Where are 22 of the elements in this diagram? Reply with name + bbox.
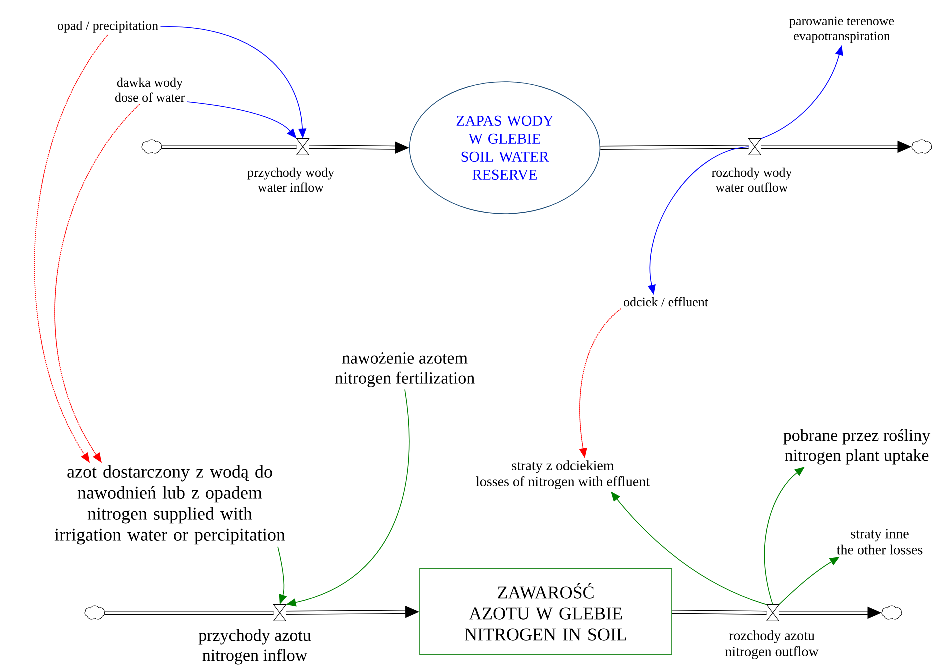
variable-label: pobrane przez rośliny nitrogen plant uptake [784, 429, 931, 465]
cloud-symbol [84, 606, 106, 620]
variable-label: opad / precipitation [58, 21, 158, 33]
flow-label: przychody wody water inflow [248, 168, 334, 192]
variable-label: nawożenie azotem nitrogen fertilization [335, 352, 475, 388]
flow-pipe [600, 145, 749, 150]
cloud-symbol [142, 140, 162, 154]
variable-label: dawka wody dose of water [115, 78, 185, 102]
flow-pipe [105, 611, 274, 615]
flow-pipe [672, 610, 767, 615]
flow-label: rozchody wody water outflow [712, 168, 792, 192]
flow-pipe [162, 145, 297, 149]
flow-label: przychody azotu nitrogen inflow [198, 629, 312, 665]
variable-label: straty z odciekiem losses of nitrogen with effluent [476, 460, 650, 490]
variable-label: straty inne the other losses [837, 529, 923, 555]
variable-label: azot dostarczony z wodą do nawodnień lub z opadem nitrogen supplied with irrigation water or percipitation [54, 465, 286, 545]
cloud-symbol [912, 140, 932, 154]
variable-label: parowanie terenowe evapotranspiration [790, 16, 894, 44]
stock-box: ZAWAROŚĆ AZOTU W GLEBIE NITROGEN IN SOIL [420, 568, 672, 656]
flow-label: rozchody azotu nitrogen outflow [725, 630, 819, 660]
variable-label: odciek / effluent [624, 297, 708, 307]
cloud-symbol [882, 606, 902, 620]
